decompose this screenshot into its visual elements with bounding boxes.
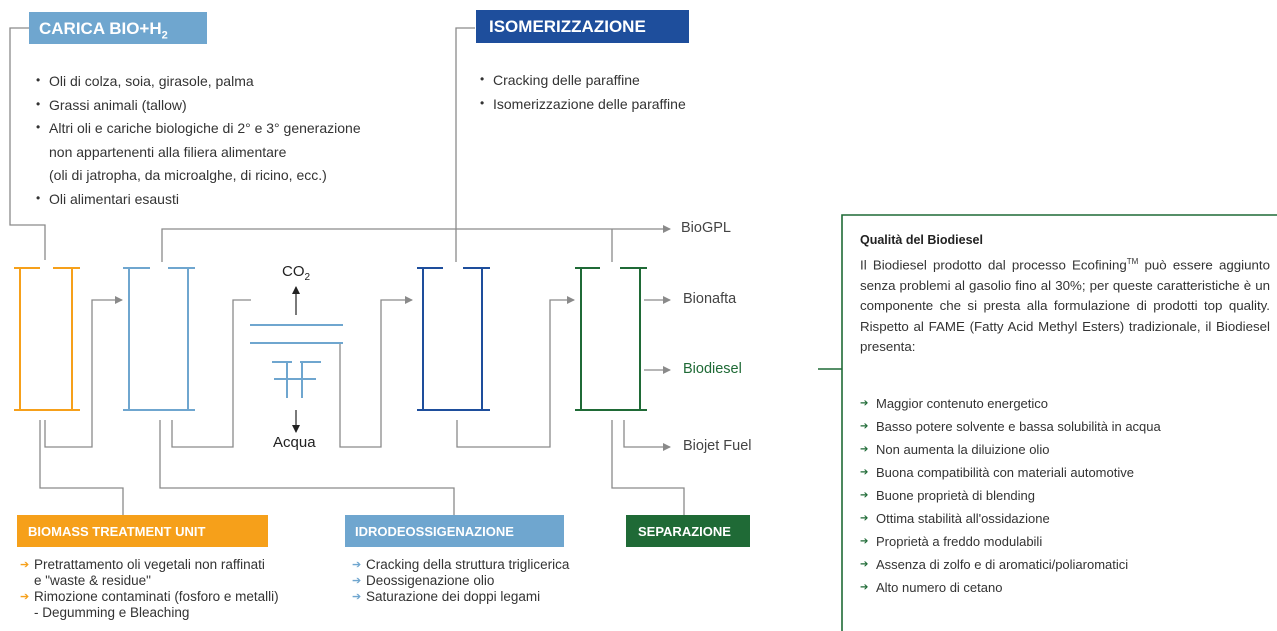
- carica-item: (oli di jatropha, da microalghe, di rici…: [49, 167, 327, 183]
- idrodeossigenazione-header-text: IDRODEOSSIGENAZIONE: [355, 524, 514, 539]
- isomerizzazione-header: ISOMERIZZAZIONE: [476, 10, 689, 43]
- carica-item: non appartenenti alla filiera alimentare: [49, 143, 287, 160]
- idro-item: ➔Saturazione dei doppi legami: [352, 589, 541, 604]
- co2-label: CO2: [282, 263, 311, 283]
- separator-to-darkblue-line: [339, 296, 413, 448]
- isomerizzazione-reactor: [417, 267, 490, 411]
- quality-item: ➔Alto numero di cetano: [860, 576, 1161, 599]
- output-biodiesel: Biodiesel: [683, 361, 742, 377]
- carica-item: Grassi animali (tallow): [36, 93, 361, 118]
- biomass-list: ➔Pretrattamento oli vegetali non raffina…: [20, 557, 279, 621]
- biomass-item: ➔Rimozione contaminati (fosforo e metall…: [20, 589, 279, 604]
- arrow-icon: ➔: [860, 421, 869, 432]
- output-bionafta: Bionafta: [683, 291, 737, 307]
- quality-item: ➔Non aumenta la diluizione olio: [860, 438, 1161, 461]
- arrow-icon: ➔: [860, 398, 869, 409]
- carica-item: Altri oli e cariche biologiche di 2° e 3…: [36, 116, 361, 141]
- orange-to-lightblue-line: [44, 296, 123, 448]
- isomerizzazione-item: Cracking delle paraffine: [480, 68, 686, 93]
- arrow-icon: ➔: [860, 536, 869, 547]
- biomass-item: e "waste & residue": [34, 573, 151, 588]
- biomass-label-connector: [39, 420, 124, 515]
- carica-item: Oli alimentari esausti: [36, 187, 361, 212]
- biojet-line: [623, 420, 671, 451]
- arrow-icon: ➔: [860, 559, 869, 570]
- arrow-icon: ➔: [860, 490, 869, 501]
- idro-item: ➔Deossigenazione olio: [352, 573, 495, 588]
- quality-item: ➔Buona compatibilità con materiali autom…: [860, 461, 1161, 484]
- idro-label-connector: [159, 420, 455, 515]
- biogpl-line: [161, 225, 671, 262]
- biomass-reactor: [14, 267, 80, 411]
- biomass-item: ➔Pretrattamento oli vegetali non raffina…: [20, 557, 265, 572]
- quality-title: Qualità del Biodiesel: [860, 233, 983, 247]
- quality-item: ➔Assenza di zolfo e di aromatici/poliaro…: [860, 553, 1161, 576]
- quality-item: ➔Buone proprietà di blending: [860, 484, 1161, 507]
- quality-item: ➔Ottima stabilità all'ossidazione: [860, 507, 1161, 530]
- arrow-icon: ➔: [20, 559, 30, 571]
- idrodeossigenazione-header: IDRODEOSSIGENAZIONE: [345, 515, 564, 547]
- arrow-icon: ➔: [860, 513, 869, 524]
- carica-header-subscript: 2: [161, 29, 168, 42]
- biomass-header: BIOMASS TREATMENT UNIT: [17, 515, 268, 547]
- quality-box-border: [841, 214, 1277, 631]
- quality-paragraph: Il Biodiesel prodotto dal processo Ecofi…: [860, 257, 1270, 355]
- quality-item: ➔Proprietà a freddo modulabili: [860, 530, 1161, 553]
- isomerizzazione-list: Cracking delle paraffine Isomerizzazione…: [480, 68, 686, 117]
- isomerizzazione-item: Isomerizzazione delle paraffine: [480, 92, 686, 117]
- separazione-reactor: [575, 267, 647, 411]
- separazione-label-connector: [611, 420, 685, 515]
- arrow-icon: ➔: [860, 444, 869, 455]
- quality-item: ➔Maggior contenuto energetico: [860, 392, 1161, 415]
- lightblue-to-separator-line: [171, 299, 251, 448]
- arrow-icon: ➔: [20, 591, 30, 603]
- carica-connector-line: [9, 27, 46, 260]
- idro-item: ➔Cracking della struttura triglicerica: [352, 557, 570, 572]
- darkblue-to-green-line: [456, 296, 575, 448]
- arrow-icon: ➔: [352, 575, 362, 587]
- output-biogpl: BioGPL: [681, 220, 731, 236]
- carica-item: Oli di colza, soia, girasole, palma: [36, 69, 361, 94]
- arrow-icon: ➔: [860, 467, 869, 478]
- idro-list: ➔Cracking della struttura triglicerica ➔…: [352, 557, 569, 605]
- quality-list: ➔Maggior contenuto energetico ➔Basso pot…: [860, 392, 1161, 599]
- quality-item: ➔Basso potere solvente e bassa solubilit…: [860, 415, 1161, 438]
- isomerizzazione-header-text: ISOMERIZZAZIONE: [489, 17, 646, 36]
- arrow-icon: ➔: [352, 559, 362, 571]
- biomass-header-text: BIOMASS TREATMENT UNIT: [28, 524, 206, 539]
- biomass-item: - Degumming e Bleaching: [34, 605, 190, 620]
- carica-list: Oli di colza, soia, girasole, palma Gras…: [36, 69, 361, 212]
- isomerizzazione-connector-line: [455, 27, 475, 262]
- carica-header-text: CARICA BIO+H: [39, 19, 162, 38]
- idrodeossigenazione-reactor: [123, 267, 195, 411]
- arrow-icon: ➔: [352, 591, 362, 603]
- carica-header: CARICA BIO+H2: [29, 12, 207, 44]
- separazione-header-text: SEPARAZIONE: [638, 524, 731, 539]
- gas-separator: [250, 324, 343, 398]
- acqua-label: Acqua: [273, 434, 316, 451]
- output-biojet-fuel: Biojet Fuel: [683, 438, 752, 454]
- separazione-header: SEPARAZIONE: [626, 515, 750, 547]
- arrow-icon: ➔: [860, 582, 869, 593]
